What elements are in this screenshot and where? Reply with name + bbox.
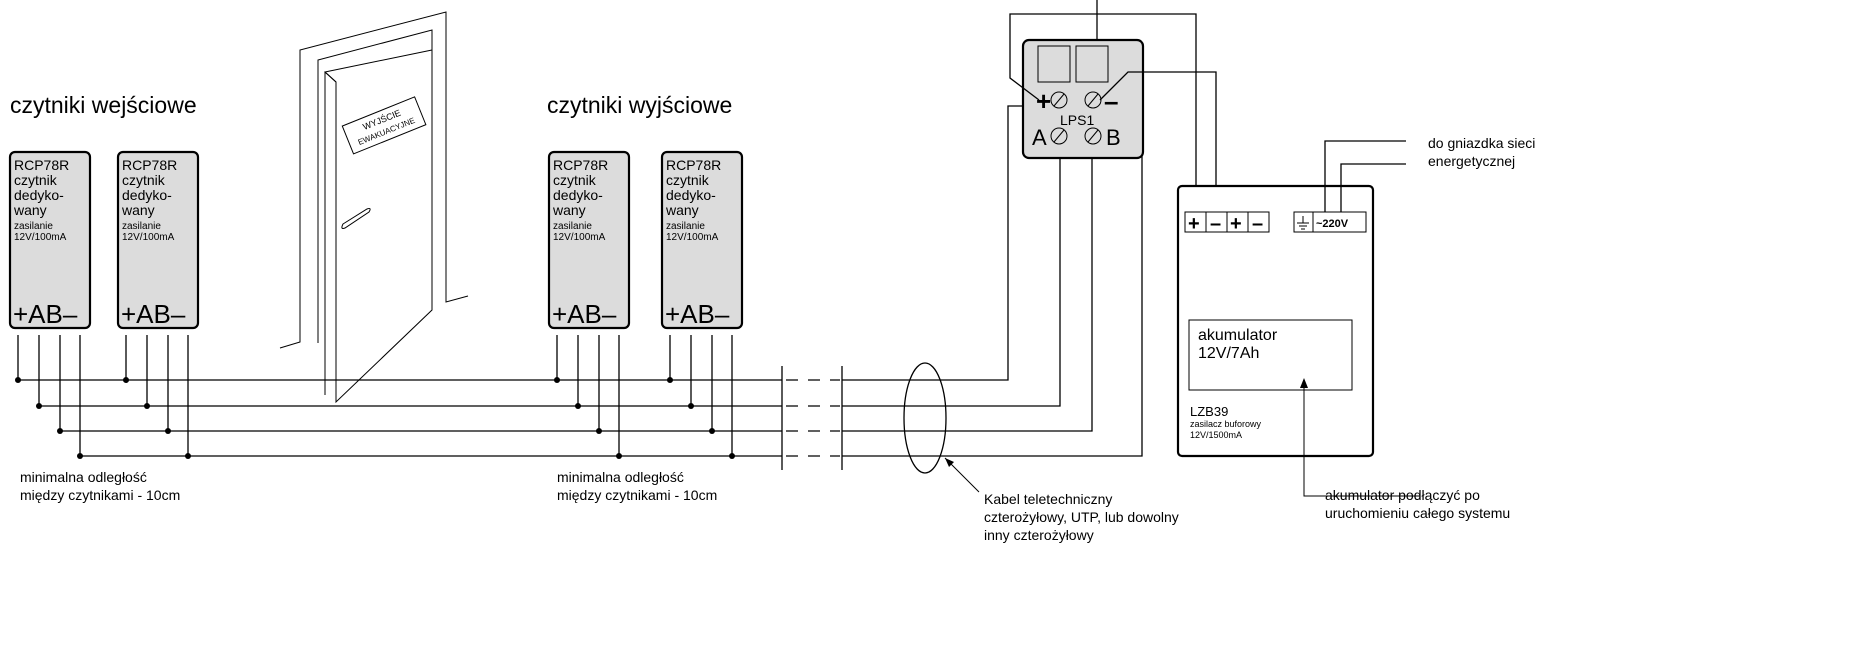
reader-text: 12V/100mA [122,232,175,243]
reader-text: dedyko- [122,187,172,203]
reader-text: wany [121,202,155,218]
lps1-module: + – LPS1 A B [1021,38,1145,160]
lps1-connector-right [1075,45,1109,83]
door-sign: WYJŚCIE EWAKUACYJNE [341,96,427,155]
exit-readers-heading: czytniki wyjściowe [547,92,732,118]
lps1-plus-feed [1009,13,1197,212]
screw-b [1084,127,1102,145]
reader-text: wany [13,202,47,218]
reader-terminals: +AB– [13,299,78,329]
lps1-b-label: B [1106,125,1121,150]
reader-text: RCP78R [14,157,69,173]
lps1-minus-feed [1099,71,1217,212]
reader-text: RCP78R [553,157,608,173]
min-distance-note-1b: minimalna odległość [557,469,684,485]
cable-note-3: inny czterożyłowy [984,527,1094,543]
reader-text: zasilanie [553,221,592,232]
reader-text: 12V/100mA [666,232,719,243]
psu-desc-1: zasilacz buforowy [1190,419,1262,429]
lps1-a-label: A [1032,125,1047,150]
min-distance-note-1: minimalna odległość [20,469,147,485]
screw-a [1050,127,1068,145]
reader-text: zasilanie [122,221,161,232]
reader-text: dedyko- [666,187,716,203]
battery-box [1188,319,1353,391]
ground-icon [1297,216,1309,230]
lps1-name: LPS1 [1060,112,1094,128]
psu-term-minus-1: – [1210,213,1221,235]
reader-text: dedyko- [14,187,64,203]
reader-text: czytnik [122,172,166,188]
psu-term-plus-1: + [1188,213,1200,235]
reader-text: zasilanie [14,221,53,232]
battery-pointer [1303,380,1420,497]
reader-text: dedyko- [553,187,603,203]
mains-lead-2 [1340,163,1406,212]
entry-readers-heading: czytniki wejściowe [10,92,197,118]
reader-text: 12V/100mA [14,232,67,243]
reader-body [547,150,631,330]
reader-body [660,150,744,330]
reader-text: czytnik [14,172,58,188]
lps1-plus-label: + [1036,86,1051,116]
door-handle [341,207,371,229]
reader-body [8,150,92,330]
bus-wires [15,105,1143,470]
reader-text: wany [552,202,586,218]
battery-note-2: uruchomieniu całego systemu [1325,505,1510,521]
cable-note-1: Kabel teletechniczny [984,491,1112,507]
screw-plus [1050,91,1068,109]
battery-note-1: akumulator podłączyć po [1325,487,1480,503]
psu-lzb39: + – + – ~220V akumulator 12V/7Ah LZB39 z… [1176,184,1375,458]
reader-text: wany [665,202,699,218]
battery-label: akumulator [1198,327,1278,344]
reader-text: RCP78R [666,157,721,173]
reader-text: czytnik [553,172,597,188]
mains-label-2: energetycznej [1428,153,1515,169]
mains-label-1: do gniazdka sieci [1428,135,1535,151]
reader-text: zasilanie [666,221,705,232]
reader-text: czytnik [666,172,710,188]
cable-note-2: czterożyłowy, UTP, lub dowolny [984,509,1179,525]
psu-desc-2: 12V/1500mA [1190,430,1242,440]
reader-terminals: +AB– [121,299,186,329]
psu-term-minus-2: – [1252,213,1263,235]
psu-model: LZB39 [1190,404,1228,419]
evacuation-door: WYJŚCIE EWAKUACYJNE [279,11,469,404]
min-distance-note-2: między czytnikami - 10cm [20,487,180,503]
mains-lead-1 [1324,140,1406,212]
psu-mains-terminal: ~220V [1316,218,1349,230]
reader-body [116,150,200,330]
lps1-minus-label: – [1104,86,1118,116]
screw-minus [1084,91,1102,109]
reader-text: 12V/100mA [553,232,606,243]
reader-terminals: +AB– [665,299,730,329]
lps1-connector-left [1037,45,1071,83]
reader-text: RCP78R [122,157,177,173]
reader-terminals: +AB– [552,299,617,329]
battery-spec: 12V/7Ah [1198,345,1259,362]
min-distance-note-2b: między czytnikami - 10cm [557,487,717,503]
psu-term-plus-2: + [1230,213,1242,235]
cable-bundle-marker [903,362,947,474]
